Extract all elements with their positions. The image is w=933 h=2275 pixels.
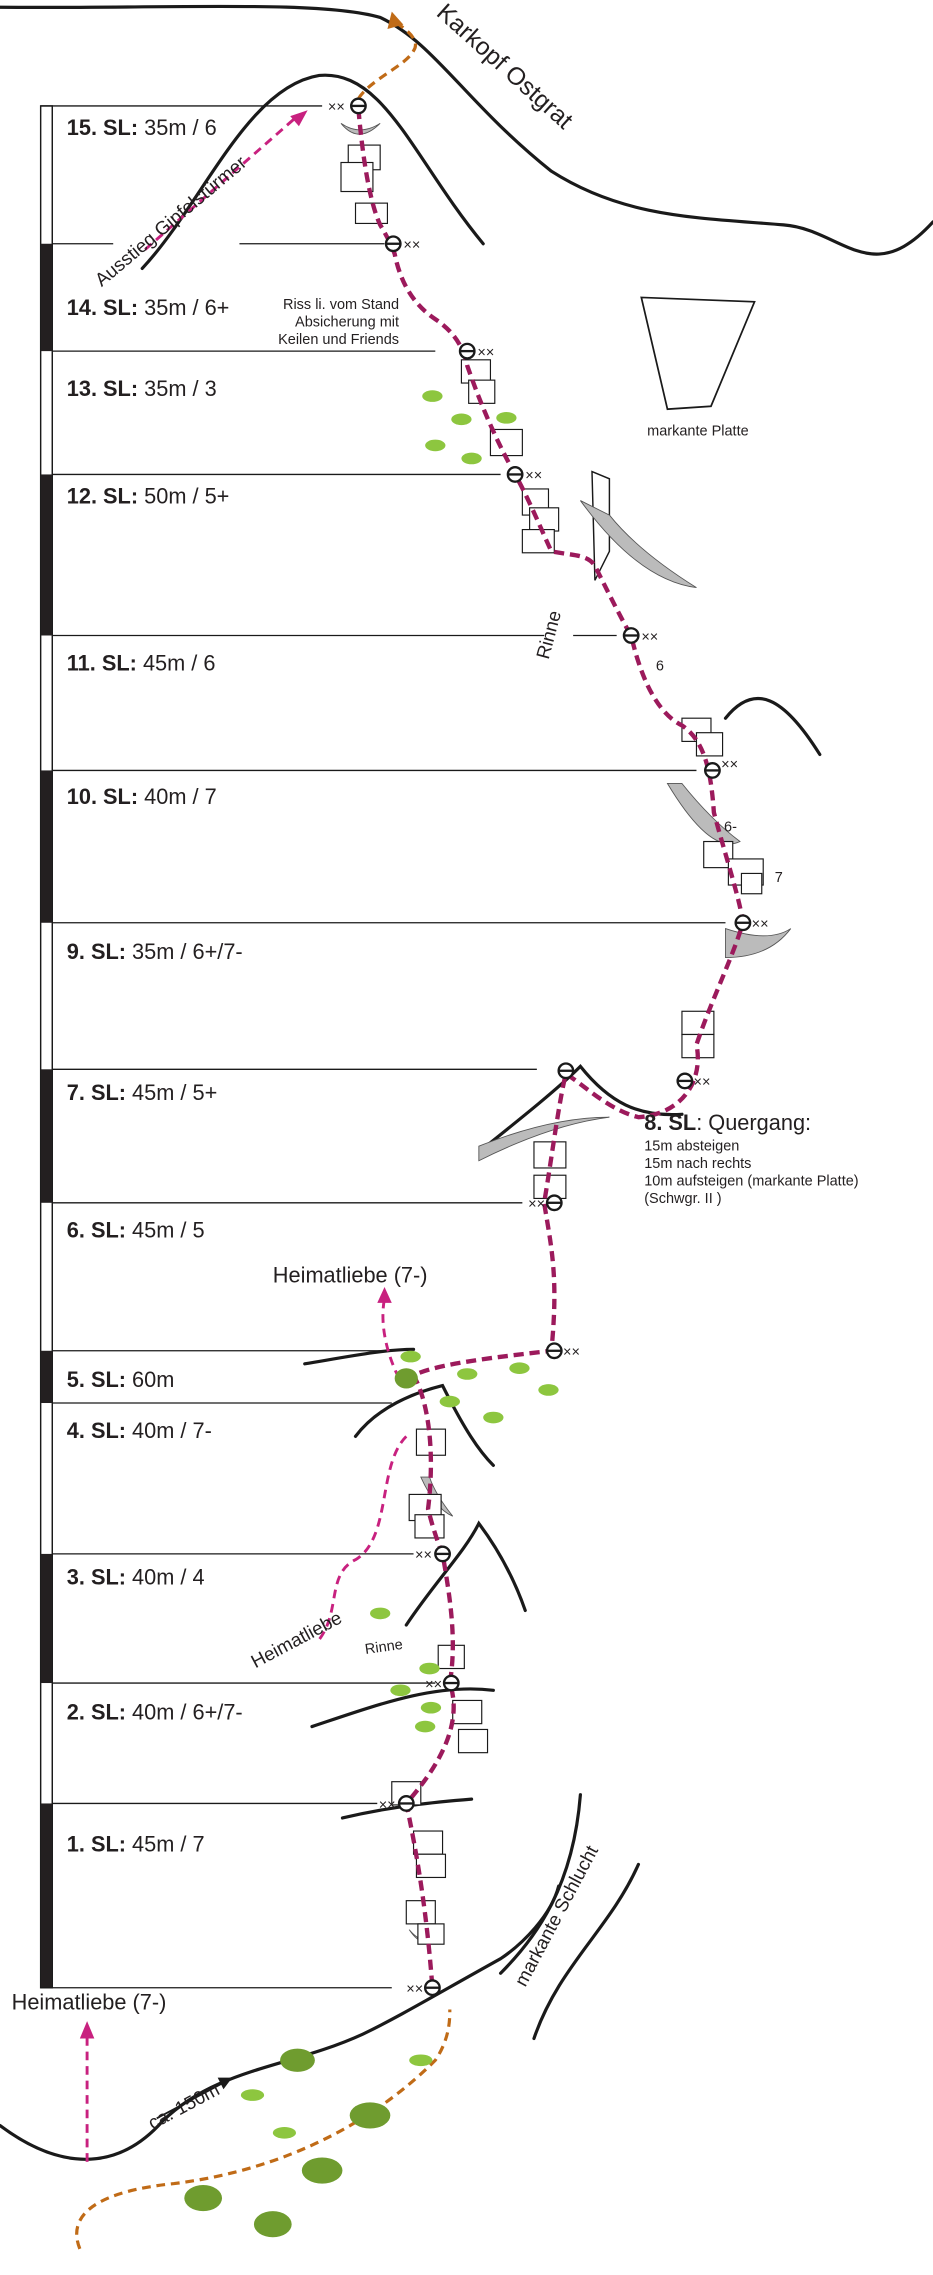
grade-label: 7 [775,870,783,886]
pitch-8-note: 8. SL: Quergang: 15m absteigen 15m nach … [644,1110,858,1207]
belay-icon [545,1342,563,1360]
belay-icon [506,466,524,483]
crack-note: Riss li. vom Stand Absicherung mit Keile… [278,297,399,348]
pitch-5-label: 5. SL: 60m [67,1367,175,1392]
pitch-8-title: 8. SL: Quergang: [644,1110,811,1135]
overhang-shading [340,122,792,1944]
exit-variant-arrow [144,114,299,251]
gorge-label: markante Schlucht [510,1841,602,1989]
bolt-label: ×× [403,238,420,254]
pitch-4-label: 4. SL: 40m / 7- [67,1418,212,1443]
bolt-label: ×× [694,1075,711,1091]
bolt-label: ×× [477,345,494,361]
crack-note-line: Riss li. vom Stand [283,297,399,313]
arrow-head-icon [79,2021,95,2039]
pitch-7-label: 7. SL: 45m / 5+ [67,1080,218,1105]
belay-icon [442,1674,460,1692]
belay-icon [676,1072,694,1090]
belay-icon [423,1979,441,1997]
arrow-head-icon [217,2077,233,2090]
pitch-15-label: 15. SL: 35m / 6 [67,115,217,140]
bolt-label: ×× [752,917,769,933]
pitch-11-label: 11. SL: 45m / 6 [67,650,216,675]
belay-stations [349,97,752,1997]
descent-line [357,20,417,100]
pitch-9-label: 9. SL: 35m / 6+/7- [67,939,243,964]
arrow-head-icon [387,11,404,30]
approach-arrow [156,2081,226,2120]
approach-line [75,2009,452,2250]
gully-lower-label: Rinne [364,1637,404,1658]
bolt-label: ×× [328,100,345,116]
crack-note-line: Absicherung mit [295,314,399,330]
bolt-label: ×× [563,1345,580,1361]
pitch-12-label: 12. SL: 50m / 5+ [67,483,230,508]
pitch-13-label: 13. SL: 35m / 3 [67,376,217,401]
belay-icon [557,1062,575,1080]
pitch-3-label: 3. SL: 40m / 4 [67,1564,205,1589]
approach-distance-label: ca. 150m [144,2078,222,2133]
pitch-10-label: 10. SL: 40m / 7 [67,784,217,809]
slab-label: markante Platte [647,423,749,439]
bolt-label: ×× [379,1797,396,1813]
heimatliebe-upper-label: Heimatliebe (7-) [273,1263,428,1288]
bolt-label: ×× [525,468,542,484]
heimatliebe-mid-label: Heimatliebe [247,1607,345,1672]
pitch-6-label: 6. SL: 45m / 5 [67,1218,205,1243]
bolt-label: ×× [415,1548,432,1564]
pitch-8-line: 15m nach rechts [644,1156,751,1172]
belay-icon [622,627,640,644]
heimatliebe-mid-line [318,1435,408,1641]
crack-note-line: Keilen und Friends [278,332,399,348]
exit-variant-label: Ausstieg Gipfelstürmer [91,152,251,291]
heimatliebe-lower-label: Heimatliebe (7-) [12,1989,167,2014]
bolt-label: ×× [721,757,738,773]
belay-icon [384,235,402,253]
ridge-label: Karkopf Ostgrat [431,0,577,135]
pitch-dividers [40,105,726,1989]
belay-icon [545,1194,563,1212]
pitch-8-line: 15m absteigen [644,1139,739,1155]
rock-outlines [0,4,933,2161]
arrow-head-icon [290,110,308,127]
arrow-head-icon [377,1286,392,1303]
vegetation [184,390,559,2238]
bolt-label: ×× [528,1197,545,1213]
bolt-label: ×× [406,1982,423,1998]
grade-label: 6- [724,819,737,835]
bolt-label: ×× [425,1677,442,1693]
belay-icon [458,342,476,360]
pitch-8-line: (Schwgr. II ) [644,1191,721,1207]
block-markers [340,144,764,1945]
bolt-labels: ×× ×× ×× ×× ×× ×× ×× ×× ×× ×× ×× ×× ×× ×… [328,100,769,1998]
gully-upper-label: Rinne [532,608,565,661]
pitch-2-label: 2. SL: 40m / 6+/7- [67,1699,243,1724]
belay-icon [349,97,367,115]
pitch-14-label: 14. SL: 35m / 6+ [67,295,230,320]
slab-outline [640,296,756,411]
grade-label: 6 [656,658,664,674]
belay-icon [734,914,752,932]
pitch-labels: 15. SL: 35m / 6 14. SL: 35m / 6+ 13. SL:… [67,115,243,1856]
belay-icon [397,1795,415,1812]
pitch-scale-bar [39,105,53,1989]
pitch-8-line: 10m aufsteigen (markante Platte) [644,1173,858,1189]
heimatliebe-upper-line [381,1298,401,1379]
belay-icon [434,1545,451,1563]
pitch-1-label: 1. SL: 45m / 7 [67,1831,205,1856]
bolt-label: ×× [641,629,658,645]
belay-icon [704,762,721,779]
